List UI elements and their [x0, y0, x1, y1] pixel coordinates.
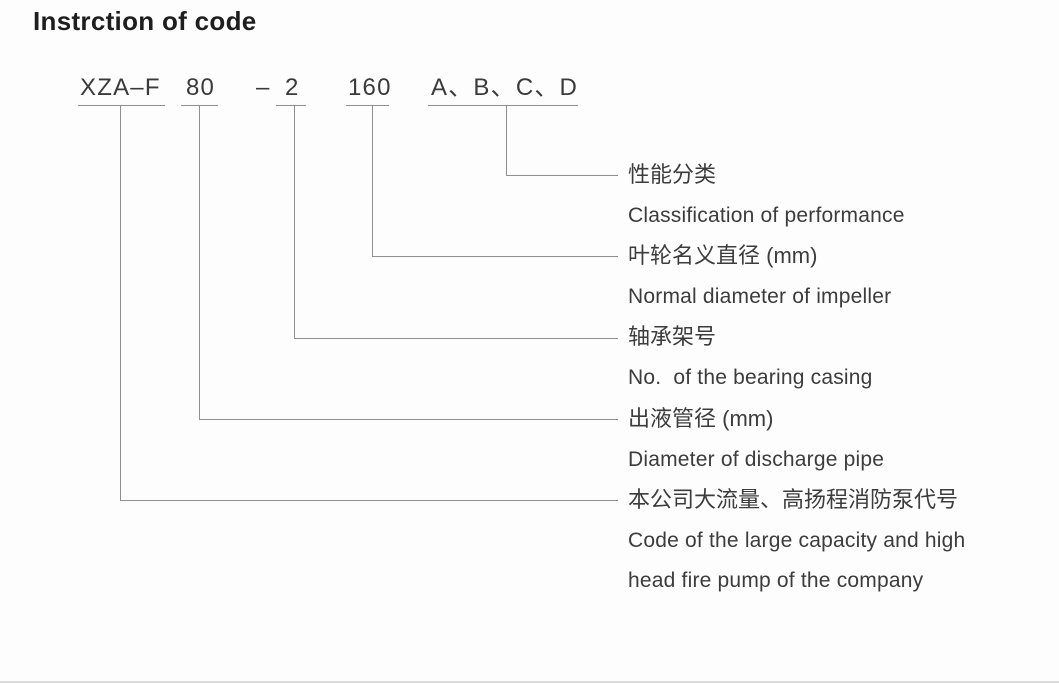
underline-impeller-diameter: [346, 105, 389, 106]
connector-horizontal-performance-class: [506, 175, 618, 176]
connector-vertical-discharge-diameter: [199, 106, 200, 419]
label-discharge-pipe-zh: 出液管径 (mm): [628, 406, 774, 431]
label-bearing-casing-zh: 轴承架号: [628, 324, 717, 349]
underline-pump-code: [78, 105, 165, 106]
label-performance-class-zh: 性能分类: [628, 162, 717, 187]
underline-performance-class: [428, 105, 578, 106]
label-performance-class-en: Classification of performance: [628, 203, 905, 227]
label-performance-class: 性能分类 Classification of performance: [628, 155, 1018, 236]
label-discharge-pipe: 出液管径 (mm) Diameter of discharge pipe: [628, 399, 1018, 480]
label-bearing-casing: 轴承架号 No. of the bearing casing: [628, 317, 1018, 398]
connector-vertical-performance-class: [506, 106, 507, 175]
code-segment-dash: –: [256, 74, 271, 101]
underline-discharge-diameter: [181, 105, 218, 106]
label-bearing-casing-en: No. of the bearing casing: [628, 365, 873, 389]
label-impeller-diameter: 叶轮名义直径 (mm) Normal diameter of impeller: [628, 236, 1018, 317]
label-company-code-zh: 本公司大流量、高扬程消防泵代号: [628, 487, 959, 512]
label-impeller-diameter-en: Normal diameter of impeller: [628, 284, 892, 308]
code-segment-impeller-diameter: 160: [348, 74, 392, 101]
connector-horizontal-bearing-no: [294, 338, 618, 339]
code-segment-discharge-diameter: 80: [186, 74, 216, 101]
connector-horizontal-pump-code: [120, 500, 618, 501]
connector-vertical-pump-code: [120, 106, 121, 500]
connector-vertical-bearing-no: [294, 106, 295, 338]
label-company-code: 本公司大流量、高扬程消防泵代号 Code of the large capaci…: [628, 480, 1018, 602]
code-segment-bearing-no: 2: [285, 74, 300, 101]
label-discharge-pipe-en: Diameter of discharge pipe: [628, 447, 885, 471]
code-segment-pump-code: XZA–F: [80, 74, 161, 101]
label-company-code-en: Code of the large capacity and high head…: [628, 528, 966, 593]
connector-vertical-impeller-diameter: [372, 106, 373, 256]
page-title: Instrction of code: [33, 6, 257, 36]
label-impeller-diameter-zh: 叶轮名义直径 (mm): [628, 243, 818, 268]
code-segment-performance-class: A、B、C、D: [431, 74, 579, 101]
connector-horizontal-discharge-diameter: [199, 419, 618, 420]
underline-bearing-no: [276, 105, 306, 106]
connector-horizontal-impeller-diameter: [372, 256, 618, 257]
